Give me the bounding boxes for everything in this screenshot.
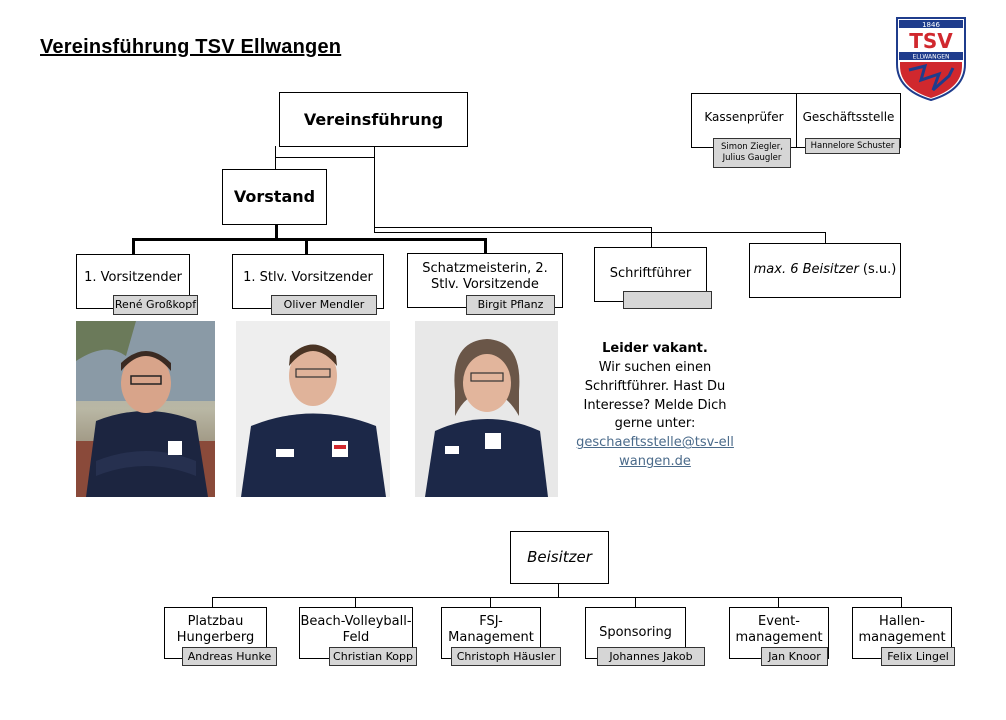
max-beisitzer-italic: max. 6 Beisitzer [753,262,859,278]
logo-text: TSV [909,29,953,53]
beisitzer-name-hallen: Felix Lingel [881,647,955,666]
logo-subtitle: ELLWANGEN [912,54,949,61]
vorsitzender-name: René Großkopf [113,295,198,315]
photo-oliver-mendler [236,321,390,497]
max-beisitzer-box: max. 6 Beisitzer (s.u.) [749,243,901,298]
photo-rene-grosskopf [76,321,215,497]
tsv-logo: 1846 TSV ELLWANGEN [895,16,967,102]
vacant-email-link[interactable]: geschaeftsstelle@tsv-ellwangen.de [576,435,734,470]
beisitzer-name-beach: Christian Kopp [329,647,417,666]
vacant-headline: Leider vakant. [602,341,708,356]
stlv-vorsitzender-name: Oliver Mendler [271,295,377,315]
beisitzer-name-event: Jan Knoor [761,647,828,666]
vacant-notice: Leider vakant. Wir suchen einen Schriftf… [575,340,735,472]
schriftfuehrer-name [623,291,712,309]
beisitzer-name-platzbau: Andreas Hunke [182,647,277,666]
kassenpruefer-names: Simon Ziegler, Julius Gaugler [713,138,791,168]
max-beisitzer-rest: (s.u.) [858,262,897,278]
schatzmeisterin-name: Birgit Pflanz [466,295,555,315]
photo-birgit-pflanz [415,321,558,497]
page-title: Vereinsführung TSV Ellwangen [40,36,342,58]
vorstand-box: Vorstand [222,169,327,225]
vereinsfuehrung-box: Vereinsführung [279,92,468,147]
schriftfuehrer-box: Schriftführer [594,247,707,302]
beisitzer-box: Beisitzer [510,531,609,584]
vacant-text: Wir suchen einen Schriftführer. Hast Du … [583,359,727,432]
beisitzer-name-fsj: Christoph Häusler [451,647,561,666]
geschaeftsstelle-name: Hannelore Schuster [805,138,900,154]
beisitzer-name-sponsoring: Johannes Jakob [597,647,705,666]
logo-year: 1846 [922,21,940,29]
